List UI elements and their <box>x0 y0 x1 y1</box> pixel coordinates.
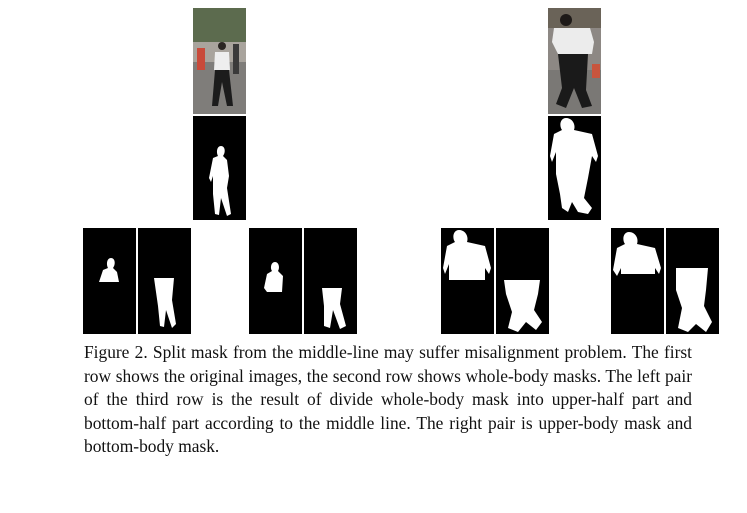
whole-body-mask-right <box>548 116 601 220</box>
bottom-half-mask-1 <box>138 228 191 334</box>
upper-body-mask-2 <box>611 228 664 334</box>
bottom-half-mask-2 <box>496 228 549 334</box>
bottom-body-mask-2 <box>666 228 719 334</box>
figure-caption: Figure 2. Split mask from the middle-lin… <box>84 342 692 457</box>
original-image-right <box>548 8 601 114</box>
original-image-left <box>193 8 246 114</box>
upper-body-mask-1 <box>249 228 302 334</box>
upper-half-mask-1 <box>83 228 136 334</box>
bottom-body-mask-1 <box>304 228 357 334</box>
whole-body-mask-left <box>193 116 246 220</box>
upper-half-mask-2 <box>441 228 494 334</box>
